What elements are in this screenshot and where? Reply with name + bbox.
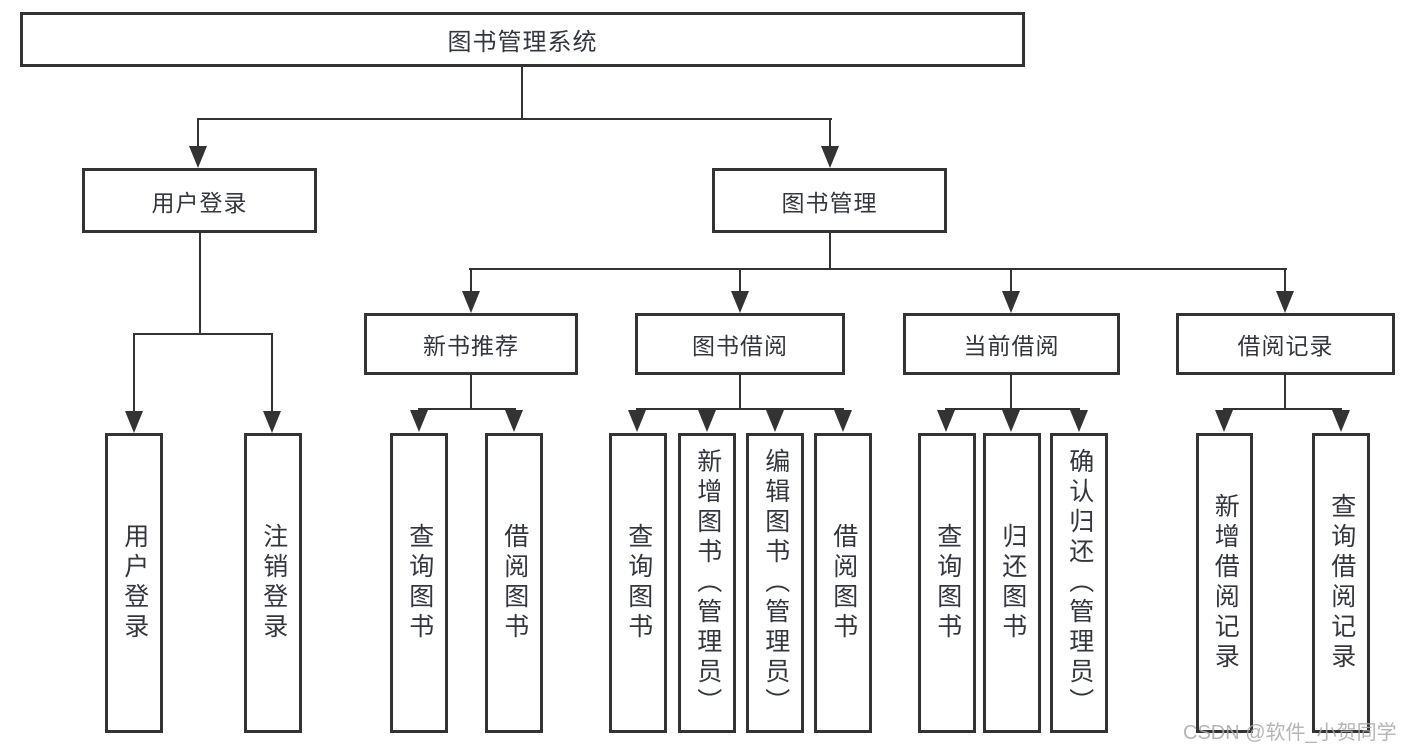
connector-user-login-stem bbox=[199, 232, 201, 335]
arrow-down-icon bbox=[937, 410, 955, 432]
arrow-down-icon bbox=[1002, 291, 1020, 313]
node-book-management-branch: 图书管理 bbox=[712, 168, 947, 233]
node-label: 注销登录 bbox=[259, 523, 288, 643]
node-label: 借阅图书 bbox=[500, 523, 529, 643]
connector-user-login-drop bbox=[197, 118, 199, 148]
connector-module-stem bbox=[739, 375, 741, 410]
leaf-borrow-books-borrowing: 借阅图书 bbox=[814, 433, 872, 733]
connector-leaf-drop bbox=[271, 333, 273, 413]
connector-module-drop bbox=[470, 268, 472, 293]
node-label: 新增借阅记录 bbox=[1211, 493, 1240, 673]
leaf-user-login: 用户登录 bbox=[105, 433, 163, 733]
connector-book-mgmt-stem bbox=[829, 233, 831, 270]
leaf-query-books-recommend: 查询图书 bbox=[390, 433, 448, 733]
arrow-down-icon bbox=[125, 411, 143, 433]
connector-module-stem bbox=[1010, 375, 1012, 410]
leaf-logout: 注销登录 bbox=[244, 433, 302, 733]
node-label: 新增图书（管理员） bbox=[693, 448, 722, 718]
node-label: 确认归还（管理员） bbox=[1065, 448, 1094, 718]
node-borrowing-records: 借阅记录 bbox=[1176, 313, 1395, 375]
leaf-query-books-borrowing: 查询图书 bbox=[609, 433, 667, 733]
connector-root-rail bbox=[197, 118, 832, 120]
node-label: 归还图书 bbox=[998, 523, 1027, 643]
connector-book-mgmt-rail bbox=[469, 268, 1287, 270]
arrow-down-icon bbox=[1332, 410, 1350, 432]
node-label: 编辑图书（管理员） bbox=[761, 448, 790, 718]
arrow-down-icon bbox=[410, 410, 428, 432]
arrow-down-icon bbox=[1276, 291, 1294, 313]
connector-book-mgmt-drop bbox=[829, 118, 831, 148]
connector-module-rail bbox=[636, 408, 844, 410]
arrow-down-icon bbox=[189, 146, 207, 168]
connector-module-rail bbox=[418, 408, 516, 410]
connector-leaf-drop bbox=[133, 333, 135, 413]
node-label: 查询图书 bbox=[624, 523, 653, 643]
arrow-down-icon bbox=[462, 291, 480, 313]
connector-module-rail bbox=[1223, 408, 1342, 410]
arrow-down-icon bbox=[1215, 410, 1233, 432]
node-label: 图书借阅 bbox=[692, 333, 788, 359]
node-label: 查询图书 bbox=[933, 523, 962, 643]
arrow-down-icon bbox=[766, 410, 784, 432]
arrow-down-icon bbox=[628, 410, 646, 432]
arrow-down-icon bbox=[505, 410, 523, 432]
arrow-down-icon bbox=[821, 146, 839, 168]
node-label: 图书管理系统 bbox=[447, 29, 598, 56]
watermark: CSDN @软件_小贺同学 bbox=[1183, 722, 1397, 744]
leaf-return-books: 归还图书 bbox=[983, 433, 1041, 733]
node-current-borrowing: 当前借阅 bbox=[903, 313, 1120, 375]
connector-module-drop bbox=[1010, 268, 1012, 293]
arrow-down-icon bbox=[731, 291, 749, 313]
arrow-down-icon bbox=[1002, 410, 1020, 432]
node-user-login-branch: 用户登录 bbox=[82, 168, 317, 233]
node-label: 用户登录 bbox=[151, 189, 248, 216]
node-label: 借阅图书 bbox=[829, 523, 858, 643]
arrow-down-icon bbox=[1070, 410, 1088, 432]
node-new-book-recommendation: 新书推荐 bbox=[364, 313, 578, 375]
leaf-borrow-books-recommend: 借阅图书 bbox=[485, 433, 543, 733]
arrow-down-icon bbox=[834, 410, 852, 432]
connector-root-stem bbox=[521, 67, 523, 119]
arrow-down-icon bbox=[698, 410, 716, 432]
leaf-query-books-current: 查询图书 bbox=[918, 433, 976, 733]
node-library-management-system: 图书管理系统 bbox=[20, 12, 1025, 67]
node-label: 借阅记录 bbox=[1237, 333, 1334, 359]
connector-module-drop bbox=[739, 268, 741, 293]
node-label: 用户登录 bbox=[120, 523, 149, 643]
node-label: 当前借阅 bbox=[963, 333, 1060, 359]
node-label: 新书推荐 bbox=[423, 333, 519, 359]
node-label: 查询图书 bbox=[405, 523, 434, 643]
leaf-confirm-return-admin: 确认归还（管理员） bbox=[1050, 433, 1108, 733]
arrow-down-icon bbox=[263, 411, 281, 433]
node-label: 查询借阅记录 bbox=[1327, 493, 1356, 673]
node-book-borrowing: 图书借阅 bbox=[635, 313, 845, 375]
leaf-query-borrow-record: 查询借阅记录 bbox=[1312, 433, 1370, 733]
connector-module-drop bbox=[1284, 268, 1286, 293]
connector-module-stem bbox=[470, 375, 472, 410]
connector-user-login-rail bbox=[133, 333, 273, 335]
leaf-add-borrow-record: 新增借阅记录 bbox=[1196, 433, 1253, 733]
leaf-edit-books-admin: 编辑图书（管理员） bbox=[746, 433, 804, 733]
connector-module-stem bbox=[1284, 375, 1286, 410]
leaf-add-books-admin: 新增图书（管理员） bbox=[678, 433, 736, 733]
node-label: 图书管理 bbox=[781, 189, 878, 216]
connector-module-rail bbox=[945, 408, 1080, 410]
